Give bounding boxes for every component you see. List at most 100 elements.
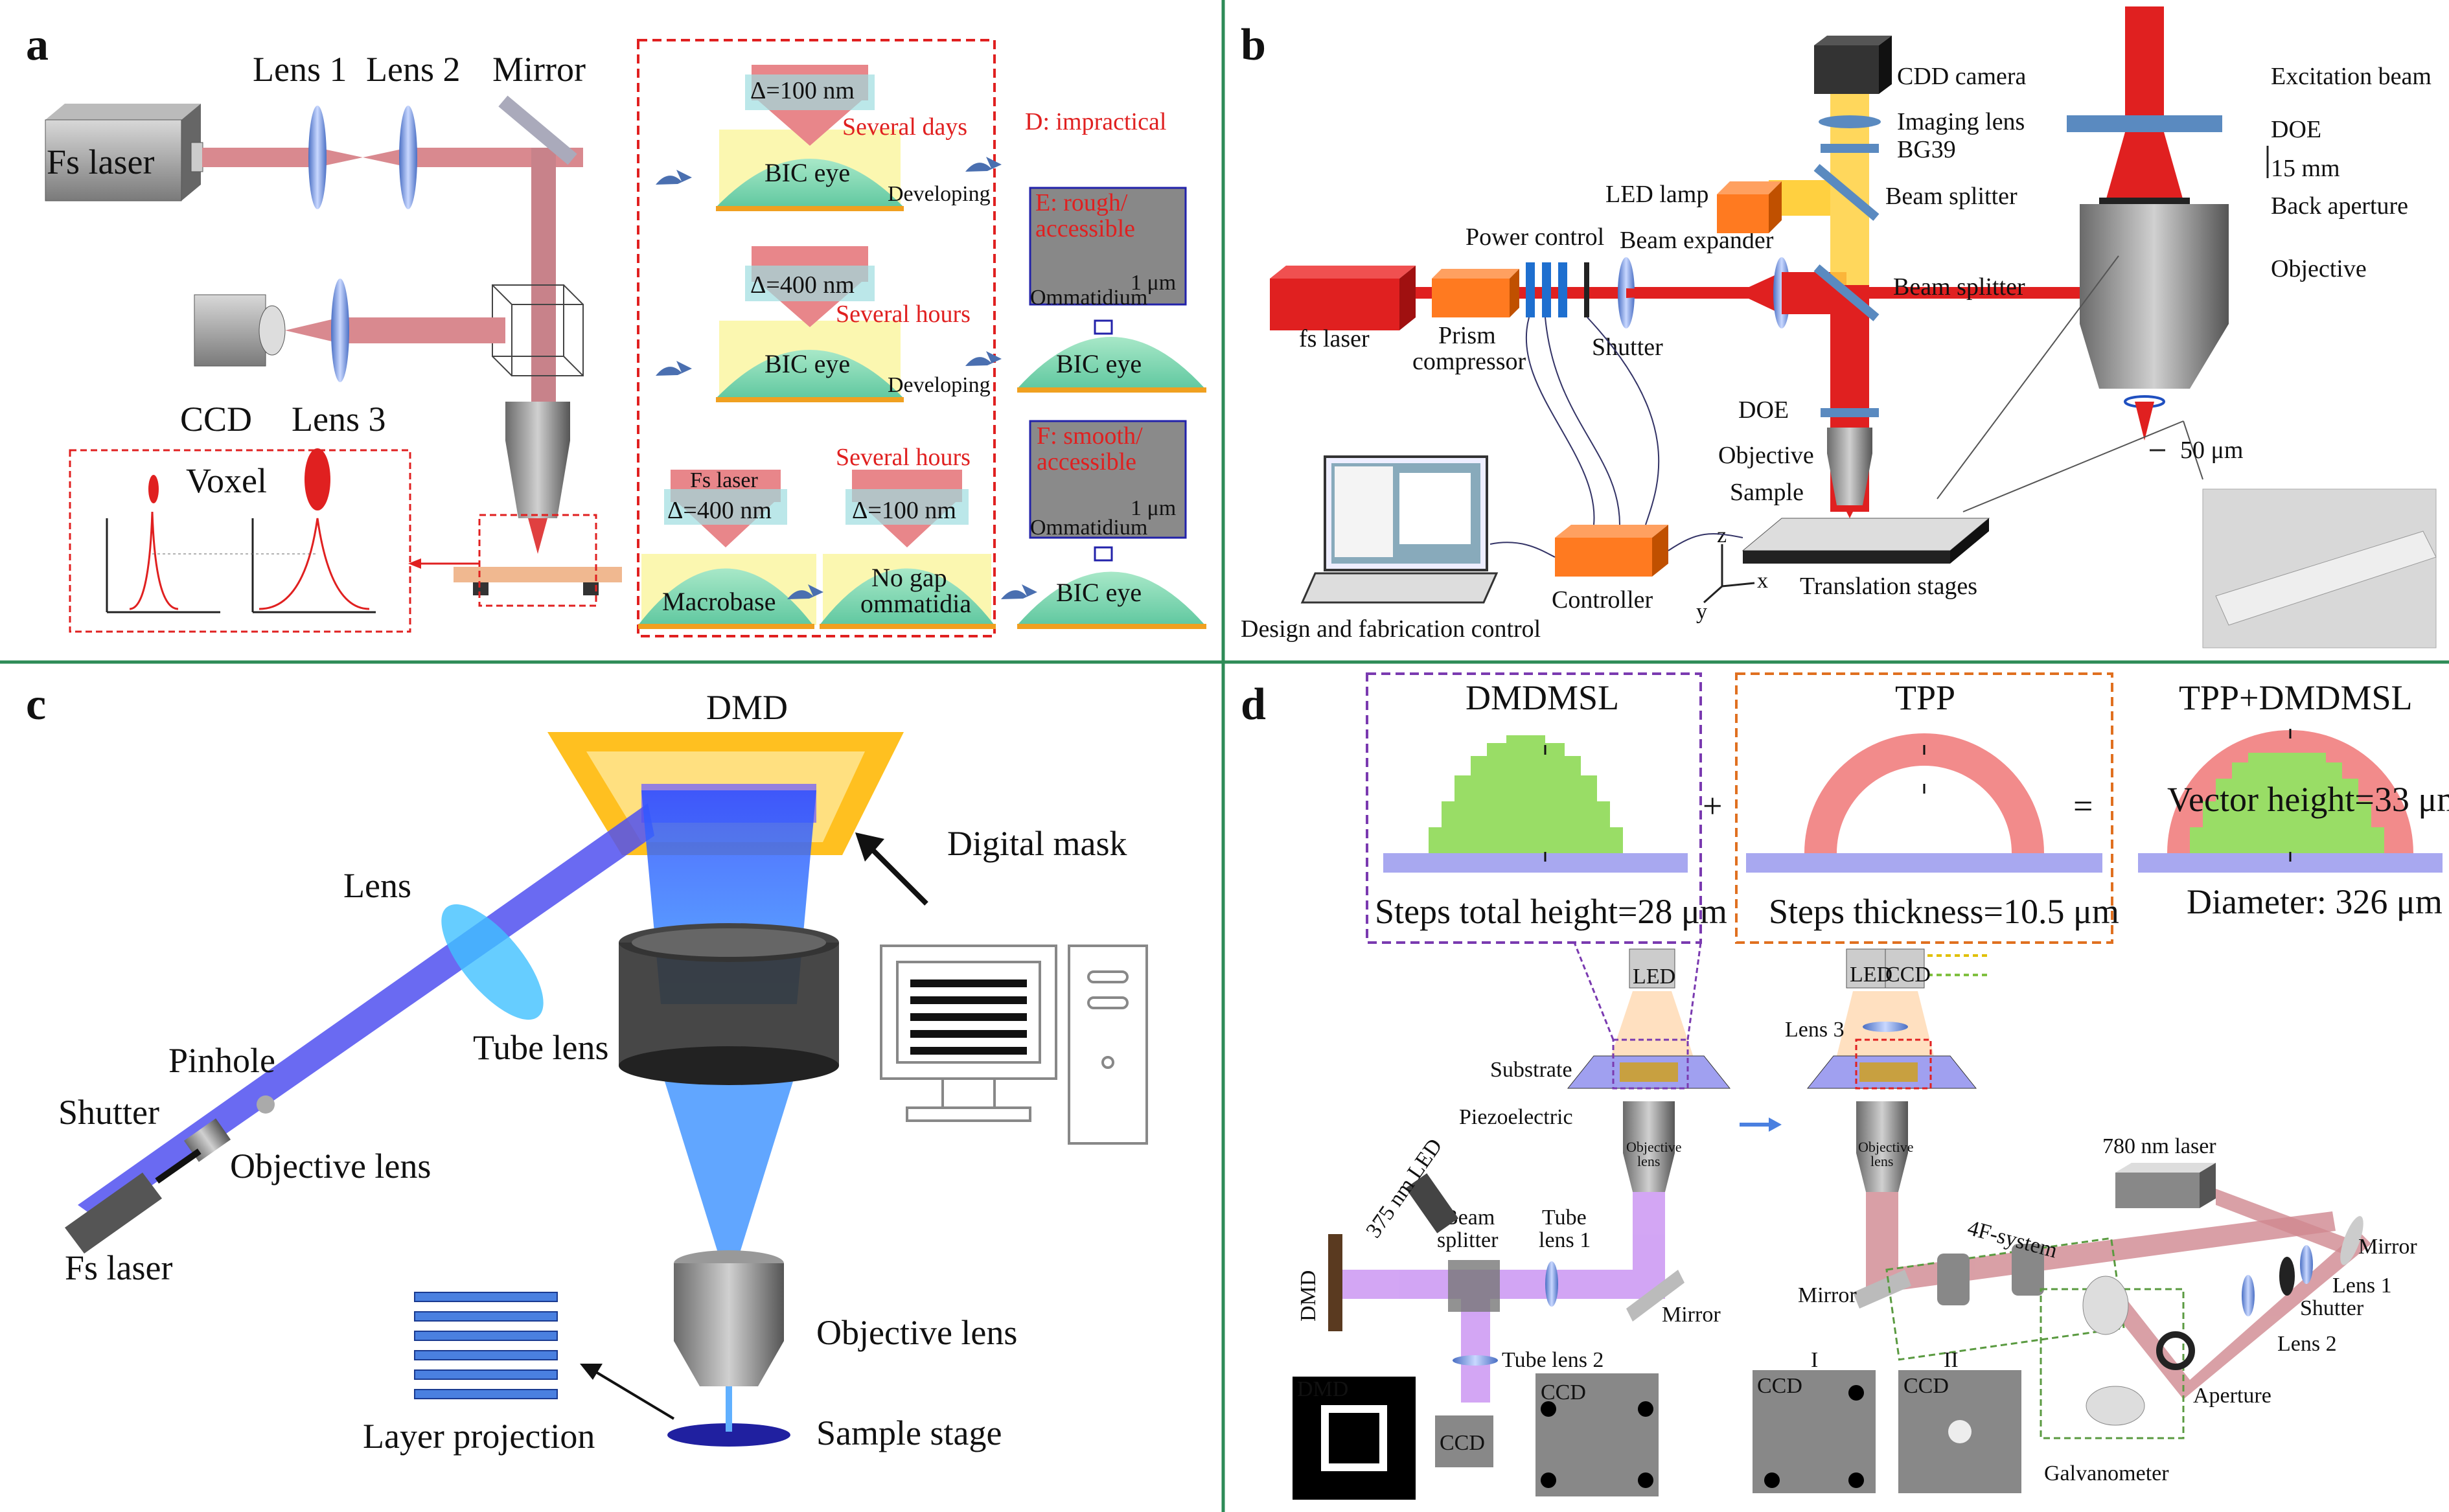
label-sample-stage: Sample stage [816, 1414, 1002, 1452]
label-steps-thick: Steps thickness=10.5 μm [1769, 892, 2119, 931]
label-inset-objective: Objective [2271, 255, 2367, 282]
panel-b: b fs laser Prism compressor Power contro… [1241, 6, 2437, 648]
label-power-control: Power control [1466, 223, 1604, 251]
ccd-d-box [1435, 1415, 1493, 1467]
shutter-c [155, 1148, 201, 1184]
label-substrate: Substrate [1490, 1058, 1572, 1082]
label-prism-2: compressor [1412, 348, 1526, 375]
aperture-ring [2156, 1331, 2195, 1370]
label-led: LED [1633, 965, 1675, 989]
label-ccd-camera: CDD camera [1897, 63, 2027, 90]
label-delta-100-b: Δ=100 nm [852, 497, 956, 524]
prism-compressor [1432, 269, 1519, 317]
label-ccd-top: CCD [1885, 963, 1931, 987]
tube-lens-c [619, 923, 839, 1085]
label-pinhole: Pinhole [168, 1041, 275, 1080]
led-lamp [1717, 181, 1782, 233]
panel-c-letter: c [26, 680, 46, 729]
label-obj-lens-d: lens [1870, 1153, 1893, 1169]
dmd-mirror [1328, 1234, 1342, 1331]
label-lens3-d: Lens 3 [1785, 1018, 1845, 1042]
dmdmsl-steps [1383, 735, 1688, 873]
ccd-image-ii [1898, 1370, 2021, 1493]
label-mirror-d1: Mirror [1662, 1303, 1721, 1327]
label-scale-e: 1 μm [1131, 271, 1176, 295]
label-plus: + [1703, 786, 1722, 825]
label-delta-400-a: Δ=400 nm [750, 271, 855, 299]
label-lens-c: Lens [343, 866, 411, 905]
label-lens1: Lens 1 [253, 50, 347, 89]
label-bic-eye-1: BIC eye [765, 158, 850, 187]
label-back-aperture: Back aperture [2271, 192, 2408, 220]
label-several-hours-2: Several hours [836, 444, 971, 471]
beam-splitter-cube [492, 284, 584, 376]
label-no-gap-2: ommatidia [860, 589, 971, 618]
panel-a: a Fs laser Lens 1 Lens 2 Mirror [26, 20, 1206, 637]
objective-a [454, 402, 622, 607]
label-developing-2: Developing [888, 373, 991, 397]
label-fifty-um: 50 μm [2180, 437, 2243, 464]
label-e-accessible: accessible [1035, 215, 1135, 242]
mirror-shape [498, 95, 577, 165]
objective-b [1827, 428, 1872, 518]
label-led-2: LED [1850, 963, 1892, 987]
label-aperture: Aperture [2193, 1384, 2271, 1408]
panel-c: c DMD Lens Tube lens Digital mask Pinhol… [26, 680, 1148, 1456]
led-375 [1405, 1173, 1459, 1233]
label-axis-z: z [1717, 523, 1727, 547]
label-mirror-d2: Mirror [1798, 1283, 1857, 1307]
label-layer-projection: Layer projection [363, 1417, 595, 1456]
label-diameter: Diameter: 326 μm [2187, 882, 2443, 921]
label-several-hours-1: Several hours [836, 301, 971, 328]
fs-laser-b [1270, 266, 1416, 330]
process-row-2 [716, 246, 904, 402]
axes-b [1703, 544, 1755, 604]
panel-d-letter: d [1241, 680, 1266, 729]
label-vector-height: Vector height=33 μm [2167, 780, 2449, 819]
label-prism-1: Prism [1438, 322, 1496, 349]
label-digital-mask: Digital mask [947, 824, 1127, 863]
inset-b [1937, 6, 2437, 648]
label-obj-lens-c: Objective [1858, 1139, 1914, 1155]
label-steps-total: Steps total height=28 μm [1375, 892, 1727, 931]
label-design: Design and fabrication control [1241, 615, 1541, 643]
label-objective-lens-1: Objective lens [230, 1147, 431, 1186]
label-fs-laser-b: fs laser [1299, 325, 1370, 352]
label-delta-100-a: Δ=100 nm [750, 77, 855, 104]
label-equals: = [2073, 786, 2093, 825]
ccd-camera-b [1814, 36, 1892, 94]
label-no-gap-1: No gap [871, 563, 947, 592]
computer-c [880, 945, 1148, 1145]
label-imaging-lens: Imaging lens [1897, 108, 2025, 135]
combined-dome [2138, 729, 2443, 873]
label-roman-2: II [1944, 1348, 1959, 1372]
pinhole-shape [257, 1095, 275, 1114]
mirror-d1 [1626, 1270, 1684, 1322]
screen-stripes [910, 979, 1027, 1055]
process-row-1 [716, 65, 904, 211]
label-ccd-ii: CCD [1903, 1374, 1949, 1398]
controller-box [1555, 525, 1668, 577]
label-combined: TPP+DMDMSL [2179, 678, 2413, 717]
label-shutter-b: Shutter [1592, 334, 1663, 361]
tpp-box [1735, 672, 2113, 944]
label-obj-lens-b: lens [1637, 1153, 1660, 1169]
panel-a-letter: a [26, 20, 49, 70]
process-arrows [656, 157, 1037, 599]
voxel-box [69, 448, 411, 633]
label-developing-1: Developing [888, 182, 991, 206]
sem-result-f [1017, 420, 1206, 629]
lens2-shape [399, 106, 417, 209]
ccd-camera-a [194, 294, 286, 367]
label-doe-b: DOE [1738, 396, 1789, 424]
label-delta-400-b: Δ=400 nm [667, 497, 772, 524]
ccd-grid-left [1535, 1373, 1659, 1496]
purple-beam-path [1341, 1192, 1665, 1403]
layer-projection-stack [414, 1292, 558, 1399]
ccd-image-i [1753, 1370, 1876, 1493]
label-controller: Controller [1552, 586, 1653, 613]
lens3-shape [331, 279, 349, 382]
label-objective-lens-2: Objective lens [816, 1313, 1017, 1352]
label-ccd-a: CCD [180, 400, 252, 439]
